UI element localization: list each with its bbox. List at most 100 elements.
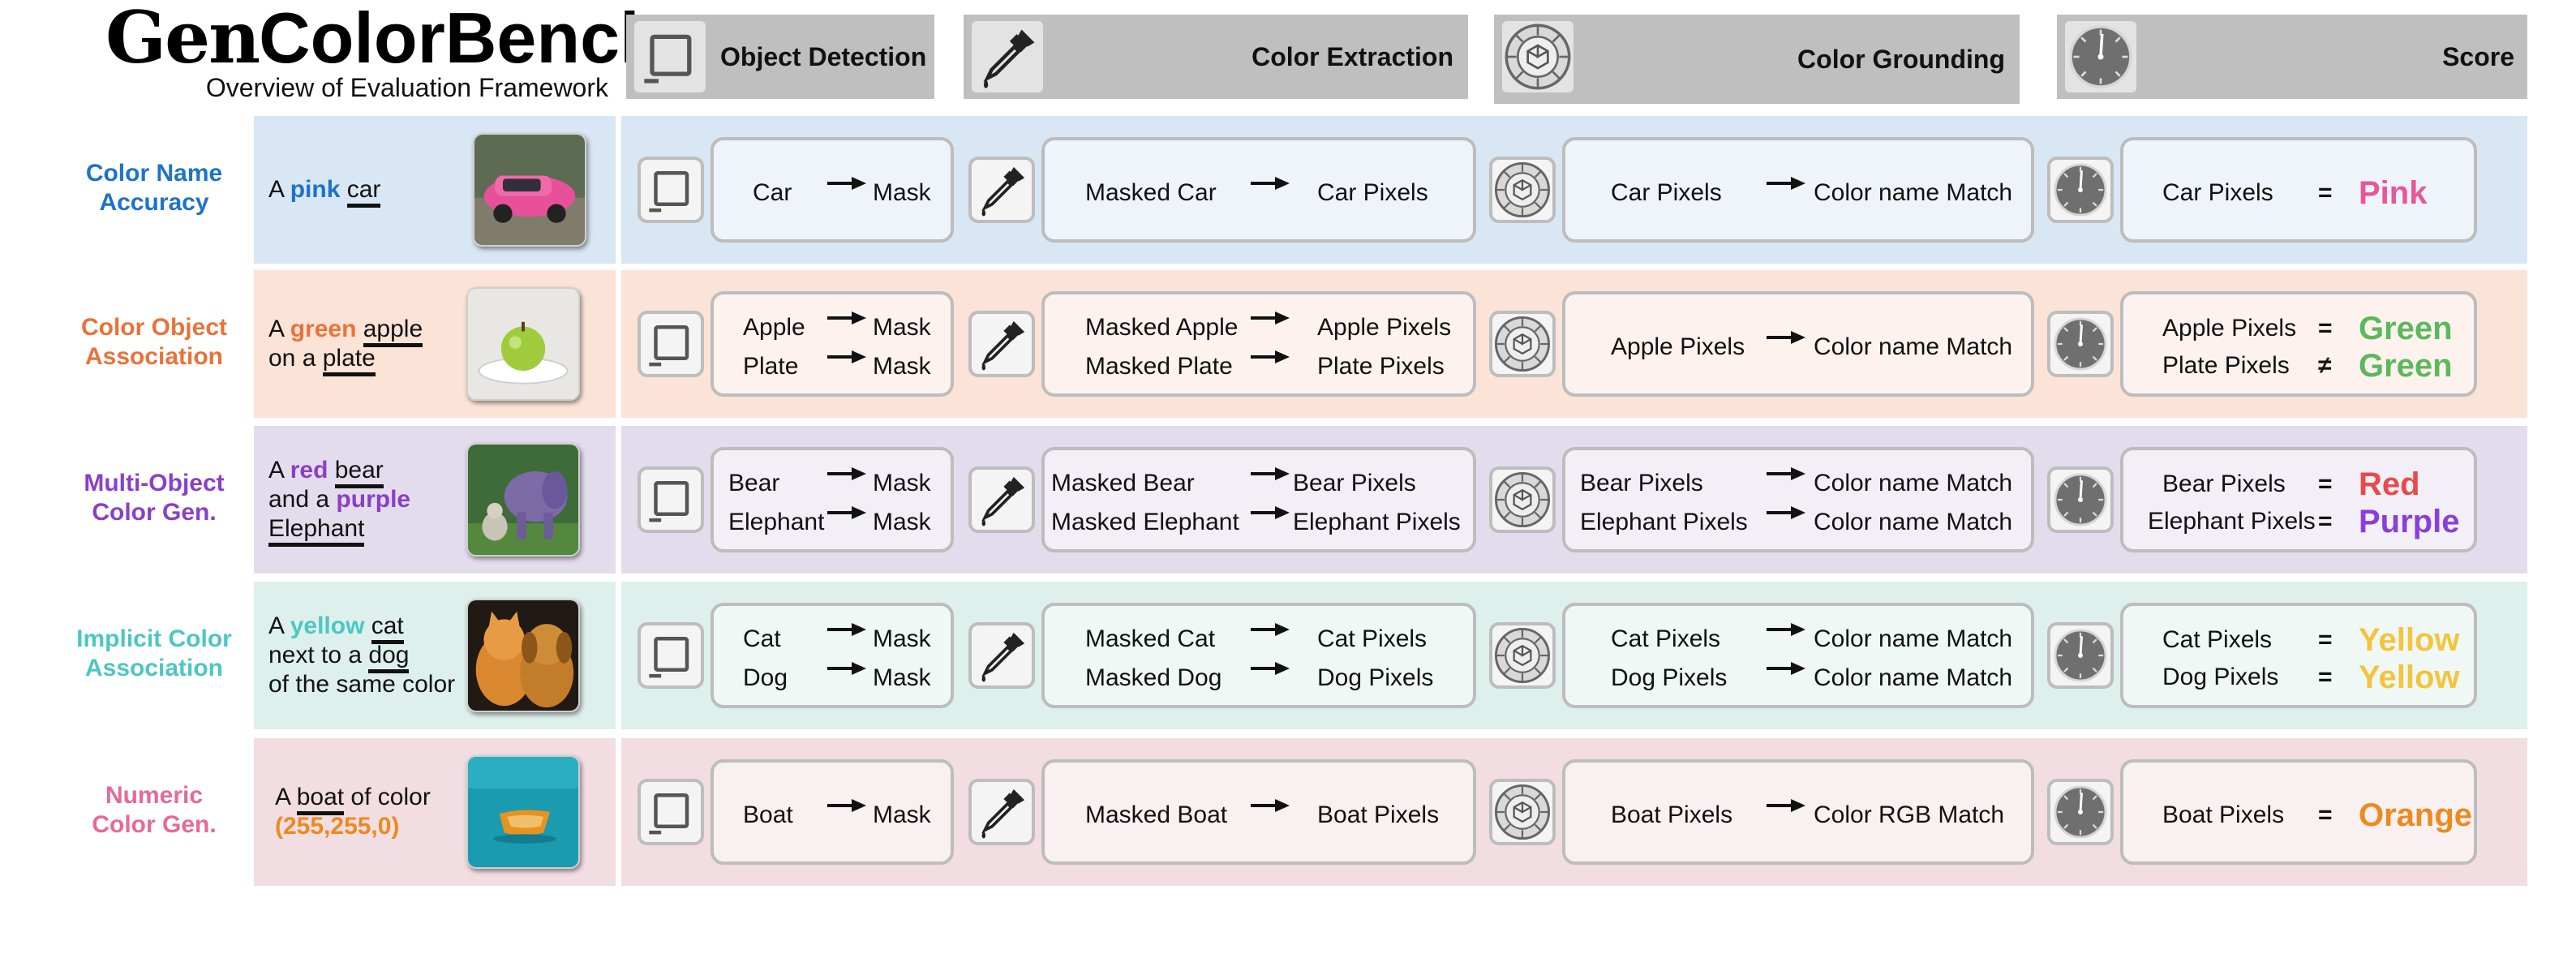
prompt-object: plate [322,345,376,376]
detection-source: Dog [743,664,788,691]
color-wheel-icon [1489,157,1556,223]
detection-source: Apple [743,314,805,341]
brand: GenColorBench Overview of Evaluation Fra… [105,0,663,105]
header-label: Color Grounding [1797,45,2005,74]
score-color-value: Green [2359,311,2453,346]
gauge-icon [2047,157,2114,223]
prompt-color-word: green [290,316,357,342]
grounding-target: Color RGB Match [1814,801,2005,828]
grounding-source: Bear Pixels [1580,470,1703,496]
extraction-source: Masked Cat [1085,625,1216,652]
prompt-line: A pink car [268,175,381,208]
page-title: GenColorBench [105,2,663,74]
bounding-box-icon [638,779,704,845]
prompt-line: A yellow cat [268,612,455,644]
prompt-line: (255,255,0) [275,812,431,841]
arrow-icon [1767,177,1805,190]
prompt-line: and a purple [268,485,410,514]
prompt-cell: A boat of color(255,255,0) [254,738,616,886]
prompt-word: of the same color [268,671,456,698]
prompt-line: Elephant [268,514,410,547]
score-line: Dog Pixels=Yellow [2123,661,2474,694]
arrow-icon [1767,467,1805,480]
eyedropper-icon [968,466,1035,533]
score-source: Bear Pixels [2162,471,2286,497]
extraction-target: Elephant Pixels [1293,509,1461,535]
generated-image [466,599,580,712]
color-wheel-icon [1502,21,1574,92]
gauge-icon [2047,779,2114,845]
detection-target: Mask [873,509,931,535]
row-label-line1: Multi-Object [84,470,225,496]
grounding-target: Color name Match [1814,470,2013,496]
detection-line: Elephant Mask [714,506,951,539]
bounding-box-icon [638,157,704,223]
eyedropper-icon [968,311,1035,377]
arrow-icon [1767,623,1805,636]
header-label: Color Extraction [1252,42,1453,71]
arrow-icon [827,506,866,519]
prompt-object: bear [334,457,384,488]
prompt-object: dog [368,642,410,673]
arrow-icon [1251,799,1290,812]
prompt-space [364,612,371,639]
equals-sign: = [2318,664,2333,690]
equals-sign: = [2318,471,2333,497]
grounding-source: Boat Pixels [1611,801,1733,828]
extraction-source: Masked Bear [1051,470,1195,496]
row-label-line2: Color Gen. [92,499,217,526]
row-label-line1: Color Object [80,314,227,341]
prompt-space [328,457,334,483]
generated-image [466,443,580,556]
equals-sign: = [2318,179,2333,206]
prompt-cell: A pink car [254,116,616,264]
grounding-line: Boat Pixels Color RGB Match [1565,799,2031,832]
prompt-space [340,176,346,203]
arrow-icon [1767,331,1805,344]
prompt-line: next to a dog [268,641,455,673]
bounding-box-icon [634,21,706,92]
arrow-icon [827,799,866,812]
score-line: Plate Pixels≠Green [2123,350,2474,382]
score-box: Car Pixels=Pink [2120,137,2477,243]
score-source: Cat Pixels [2162,626,2273,653]
arrow-icon [1767,506,1805,519]
color-wheel-icon [1489,466,1556,533]
arrow-icon [827,623,866,636]
equals-sign: = [2318,508,2333,535]
arrow-icon [827,467,866,480]
gauge-icon [2047,466,2114,533]
score-source: Apple Pixels [2162,315,2297,342]
eyedropper-icon [968,157,1035,223]
prompt-object: apple [363,316,423,347]
row-label-line1: Color Name [85,160,223,187]
detection-source: Elephant [728,509,825,535]
detection-source: Boat [743,801,793,828]
prompt-color-word: pink [290,176,341,203]
arrow-icon [1251,350,1290,363]
row-label-line2: Accuracy [99,189,209,216]
prompt-color-word: purple [336,486,411,513]
prompt-line: A green apple [268,315,423,347]
